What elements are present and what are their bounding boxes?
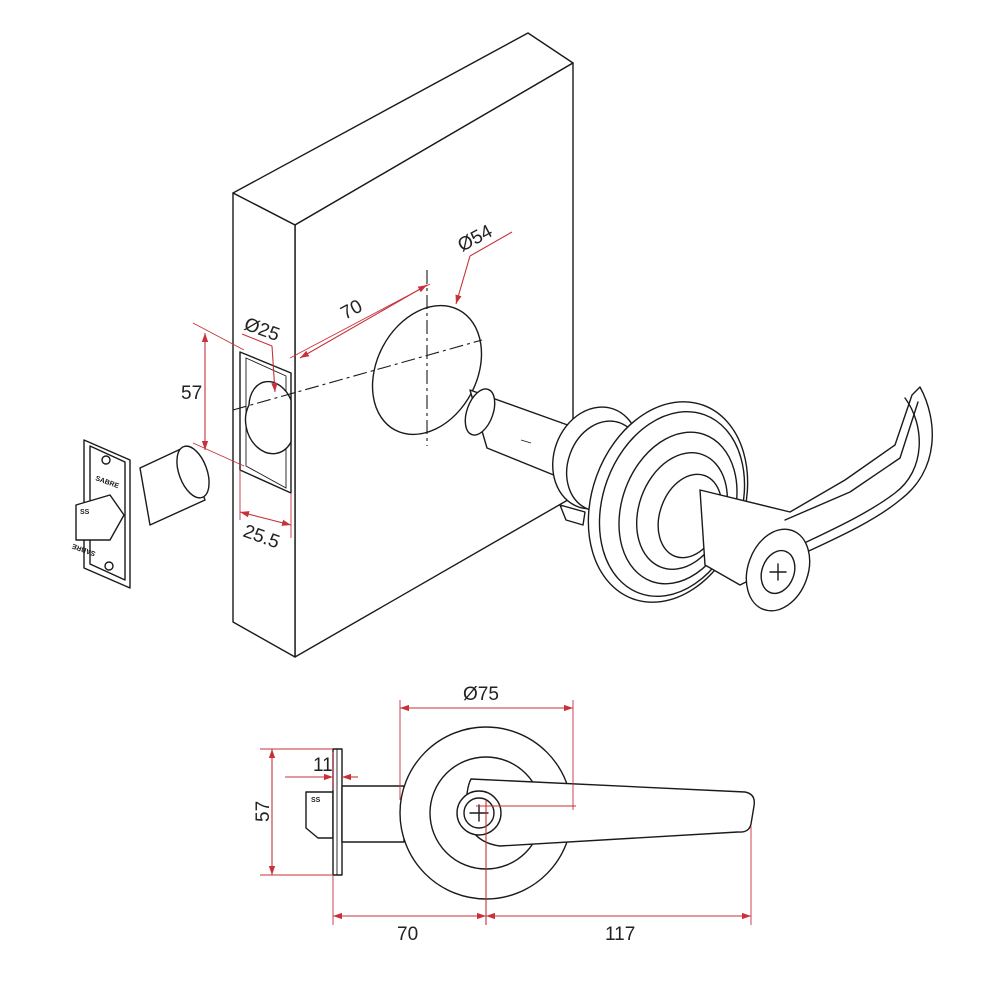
faceplate-screw-bottom — [104, 561, 114, 571]
dim-side-backset-label: 70 — [397, 924, 418, 945]
latch-bolt — [75, 494, 125, 541]
side-latch-finish: SS — [311, 797, 321, 804]
edge-mortise-inner — [245, 357, 287, 489]
dim-side-rose-label: Ø75 — [463, 684, 499, 705]
isometric-view: SABRE SABRE SS Ø54 70 Ø25 57 — [71, 32, 933, 658]
side-latch-bolt — [305, 791, 334, 839]
spindle-end — [464, 388, 496, 436]
dim-iso-height-ext-top — [192, 322, 245, 351]
iso-dimensions: Ø54 70 Ø25 57 25.5 — [181, 221, 513, 553]
lever-upper-edge — [784, 401, 919, 521]
bore-centerline — [232, 339, 483, 411]
side-key-cylinder — [463, 797, 495, 829]
side-view: SS Ø75 57 — [253, 684, 755, 945]
dim-iso-height-ext-bottom — [192, 442, 245, 467]
mounting-clip — [559, 504, 586, 526]
latch-tube-end — [176, 445, 210, 499]
dim-side-thick-label: 11 — [313, 755, 333, 776]
dim-iso-edge-bore-leader — [241, 333, 273, 347]
door-block — [232, 32, 574, 658]
spindle-slot — [520, 439, 532, 444]
dim-side-height-label: 57 — [253, 801, 274, 822]
faceplate-screw-top — [101, 455, 111, 465]
side-faceplate — [332, 748, 343, 876]
latch-assembly: SABRE SABRE SS — [71, 439, 210, 589]
dim-iso-width-line — [239, 511, 292, 526]
dim-iso-edge-bore-arrow — [271, 345, 278, 393]
side-latch-tube — [341, 785, 405, 843]
side-keyhole-icon — [469, 804, 489, 822]
edge-bore — [244, 380, 292, 455]
lever-inner-edge — [789, 397, 920, 551]
side-latch: SS — [305, 748, 405, 876]
dim-iso-hole-arrow — [455, 255, 471, 305]
latch-finish-code: SS — [80, 509, 90, 516]
lever-assembly — [464, 386, 933, 612]
dim-iso-height-label: 57 — [181, 383, 202, 404]
dim-side-lever-label: 117 — [605, 924, 635, 945]
dim-iso-hole-leader — [469, 231, 513, 257]
dim-iso-backset-line — [299, 284, 428, 359]
key-cylinder — [760, 549, 796, 595]
side-dimensions: Ø75 57 11 70 117 — [253, 684, 752, 945]
side-lever-handle — [465, 778, 755, 847]
side-lever-assembly — [399, 726, 755, 900]
keyhole-icon — [769, 563, 787, 581]
